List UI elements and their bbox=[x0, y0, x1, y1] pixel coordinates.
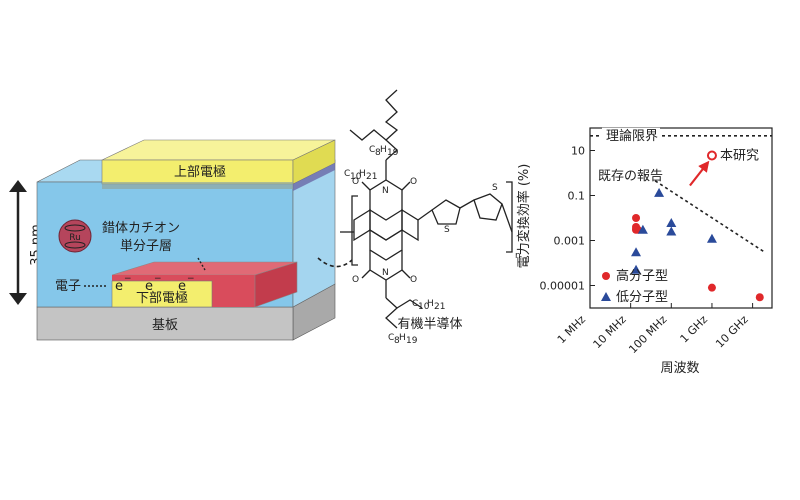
electron-label: 電子 bbox=[55, 279, 81, 294]
complex-cation-icon: Ru bbox=[58, 219, 92, 253]
svg-text:H: H bbox=[380, 145, 387, 155]
svg-text:C: C bbox=[369, 145, 375, 155]
polymer-point bbox=[755, 293, 764, 302]
top-electrode bbox=[101, 159, 294, 185]
svg-text:O: O bbox=[410, 177, 417, 187]
molecule-point bbox=[666, 217, 677, 227]
prior-reports-trend bbox=[654, 180, 766, 253]
polymer-point bbox=[632, 214, 641, 222]
this-work-marker bbox=[706, 150, 717, 161]
legend-molecule-label: 低分子型 bbox=[616, 290, 668, 305]
molecule-link bbox=[317, 257, 353, 268]
top-electrode-underlayer-side bbox=[293, 163, 335, 191]
legend-molecule-marker bbox=[601, 292, 611, 301]
svg-text:−: − bbox=[124, 274, 132, 284]
y-tick-label: 10 bbox=[571, 145, 585, 158]
svg-text:10: 10 bbox=[418, 302, 430, 312]
svg-text:O: O bbox=[410, 275, 417, 285]
molecule-point bbox=[666, 226, 677, 236]
theoretical-limit-label: 理論限界 bbox=[606, 128, 658, 144]
repeat-n: n bbox=[515, 251, 521, 261]
ion-label: Ru bbox=[69, 233, 81, 243]
prior-reports-label: 既存の報告 bbox=[598, 169, 663, 184]
svg-text:19: 19 bbox=[387, 148, 399, 158]
y-tick-label: 0.1 bbox=[568, 190, 586, 203]
data-points bbox=[631, 187, 764, 302]
molecule-point bbox=[654, 187, 665, 197]
electron-symbol: e bbox=[115, 279, 123, 294]
molecule-point bbox=[637, 224, 648, 234]
plot-frame bbox=[589, 127, 773, 309]
svg-text:N: N bbox=[382, 186, 389, 196]
electron-symbols: e e e −−− bbox=[115, 274, 195, 294]
svg-text:−: − bbox=[187, 274, 195, 284]
svg-text:10: 10 bbox=[350, 172, 362, 182]
svg-text:N: N bbox=[382, 268, 389, 278]
svg-text:C: C bbox=[412, 299, 418, 309]
x-tick-label: 1 GHz bbox=[677, 313, 710, 346]
svg-text:O: O bbox=[352, 177, 359, 187]
bottom-electrode bbox=[111, 280, 213, 308]
svg-text:H: H bbox=[359, 169, 366, 179]
polymer-point bbox=[707, 283, 716, 292]
molecule-point bbox=[631, 247, 642, 257]
svg-text:−: − bbox=[154, 274, 162, 284]
svg-text:21: 21 bbox=[366, 172, 377, 182]
svg-text:S: S bbox=[444, 225, 450, 235]
svg-text:8: 8 bbox=[375, 148, 381, 158]
svg-text:19: 19 bbox=[406, 336, 418, 346]
molecule-caption: 有機半導体 bbox=[397, 317, 462, 332]
organic-semiconductor-structure bbox=[340, 89, 513, 329]
svg-text:H: H bbox=[399, 333, 406, 343]
complex-cation-label-2: 単分子層 bbox=[120, 238, 172, 254]
svg-text:O: O bbox=[352, 275, 359, 285]
substrate-label: 基板 bbox=[152, 318, 178, 333]
device-schematic: 35 nm 基板 上部電極 下部電極 電子 e e e −−− bbox=[9, 139, 353, 341]
molecule-point bbox=[631, 264, 642, 274]
x-tick-label: 10 GHz bbox=[713, 313, 751, 351]
y-tick-label: 0.001 bbox=[554, 235, 586, 248]
x-tick-label: 10 MHz bbox=[591, 313, 629, 351]
svg-text:C: C bbox=[388, 333, 394, 343]
complex-cation-label-1: 錯体カチオン bbox=[102, 221, 180, 236]
x-tick-label: 1 MHz bbox=[555, 313, 588, 346]
svg-text:H: H bbox=[427, 299, 434, 309]
y-axis-label: 電力変換効率 (%) bbox=[516, 164, 532, 269]
y-tick-label: 0.00001 bbox=[540, 280, 586, 293]
molecule-point bbox=[706, 233, 717, 243]
polymer-point bbox=[632, 225, 641, 234]
svg-text:21: 21 bbox=[434, 302, 445, 312]
electron-symbol: e bbox=[145, 279, 153, 294]
top-electrode-label: 上部電極 bbox=[174, 164, 226, 180]
this-work-label: 本研究 bbox=[720, 148, 759, 163]
svg-text:C: C bbox=[344, 169, 350, 179]
x-tick-label: 100 MHz bbox=[626, 313, 669, 356]
svg-text:8: 8 bbox=[394, 336, 400, 346]
this-work-arrow bbox=[689, 160, 710, 187]
electron-symbol: e bbox=[178, 279, 186, 294]
legend-polymer-label: 高分子型 bbox=[616, 268, 668, 284]
thickness-arrow-head-top bbox=[9, 180, 27, 192]
x-axis-label: 周波数 bbox=[660, 361, 699, 376]
y-ticks: 10 0.1 0.001 0.00001 bbox=[540, 145, 595, 293]
thickness-arrow-head-bottom bbox=[9, 293, 27, 305]
top-electrode-underlayer bbox=[102, 182, 293, 189]
svg-text:S: S bbox=[492, 183, 498, 193]
bottom-electrode-side bbox=[254, 261, 298, 308]
legend-polymer-marker bbox=[602, 272, 610, 280]
bottom-electrode-label: 下部電極 bbox=[136, 290, 188, 306]
